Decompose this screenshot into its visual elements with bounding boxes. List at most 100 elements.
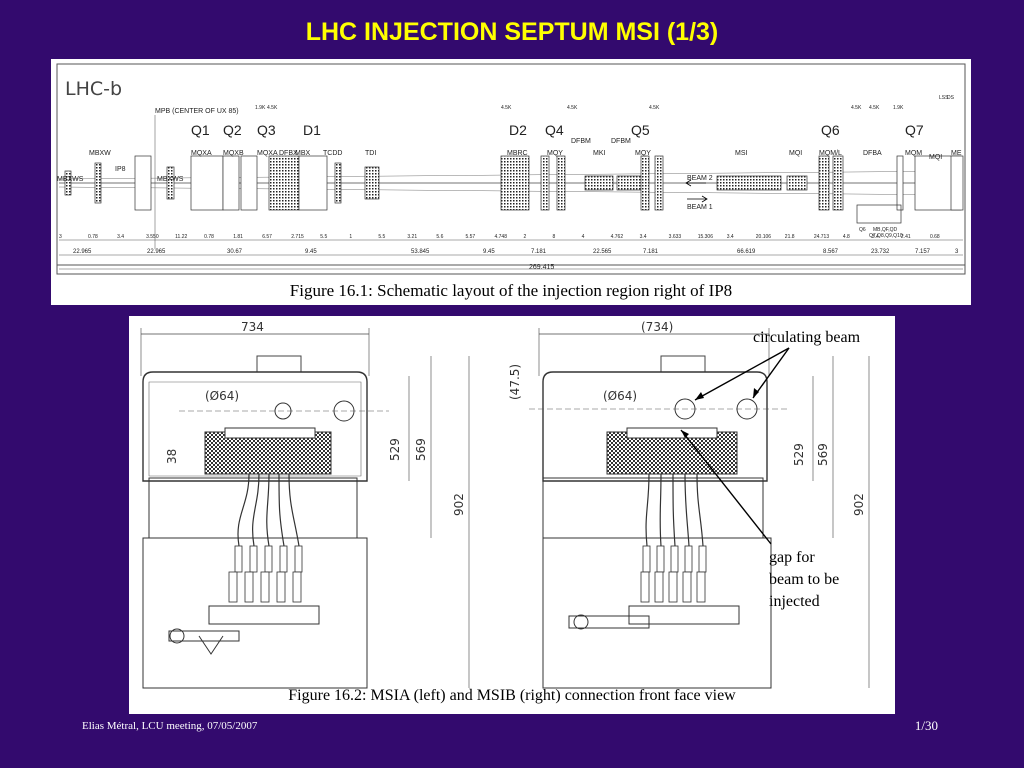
dimension-value: 4 <box>582 234 585 240</box>
magnet-label: Q6 <box>821 122 840 138</box>
temperature-label: LSS <box>939 95 949 101</box>
magnet-body <box>716 175 782 191</box>
dimension-value: 23.732 <box>871 249 890 255</box>
element-label: MQY <box>547 150 563 157</box>
dimension-value: 5.57 <box>465 234 475 240</box>
temperature-label: 4.5K <box>649 105 660 111</box>
temperature-label: 4.5K <box>501 105 512 111</box>
magnet-body <box>500 155 530 211</box>
magnet-label: Q4 <box>545 122 564 138</box>
magnet-label: Q2 <box>223 122 242 138</box>
dimension-value: 22.965 <box>73 249 92 255</box>
magnet-body <box>364 166 380 200</box>
magnet-body <box>818 155 830 211</box>
right-diameter-dim: (Ø64) <box>603 389 637 403</box>
temperature-label: 4.5K <box>869 105 880 111</box>
right-902-dim: 902 <box>852 493 866 516</box>
magnet-body <box>640 155 650 211</box>
magnet-body <box>64 170 72 196</box>
magnet-body <box>950 155 964 211</box>
magnet-label: Q1 <box>191 122 210 138</box>
dimension-value: 7.181 <box>643 249 659 255</box>
right-529-dim: 529 <box>792 443 806 466</box>
box-label-q7: Q7,Q8,Q9,Q10 <box>869 233 903 239</box>
dimension-value: 15.306 <box>698 234 714 240</box>
magnet-label: Q7 <box>905 122 924 138</box>
element-label: MQY <box>635 150 651 157</box>
magnet-body <box>240 155 258 211</box>
temperature-label: 1.9K <box>255 105 266 111</box>
element-label: MBRC <box>507 150 528 157</box>
dimension-value: 8 <box>553 234 556 240</box>
dimension-value: 3.633 <box>669 234 682 240</box>
dimension-value: 6.57 <box>262 234 272 240</box>
temperature-label: 4.5K <box>567 105 578 111</box>
dimension-value: 4.8 <box>843 234 850 240</box>
magnet-body <box>540 155 550 211</box>
dimension-value: 5.5 <box>320 234 327 240</box>
dimension-value: 3 <box>59 234 62 240</box>
dimension-value: 11.22 <box>175 234 187 240</box>
dimension-value: 9.45 <box>305 249 317 255</box>
dimension-value: 2 <box>524 234 527 240</box>
dimension-value: 53.845 <box>411 249 430 255</box>
footer-author: Elias Métral, LCU meeting, 07/05/2007 <box>82 720 258 732</box>
element-label: MBX <box>295 150 311 157</box>
dimension-value: 0.78 <box>204 234 214 240</box>
temperature-label: 1.9K <box>893 105 904 111</box>
dimension-value: 3.550 <box>146 234 159 240</box>
right-569-dim: 569 <box>816 443 830 466</box>
dimension-value: 22.565 <box>593 249 612 255</box>
magnet-label: D2 <box>509 122 527 138</box>
dimension-value: 4.762 <box>611 234 624 240</box>
dimension-value: 3.21 <box>407 234 417 240</box>
dimension-value: 7.181 <box>531 249 547 255</box>
right-475-dim: (47.5) <box>508 364 522 400</box>
dimension-value: 4.748 <box>494 234 507 240</box>
figure-1-layout: LHC-b MPB (CENTER OF UX 85) Q1 Q2 Q3 D1 D2 Q4… <box>51 59 971 305</box>
gap-annotation-1: gap for <box>769 549 815 566</box>
right-width-dim: (734) <box>641 320 673 334</box>
msia-left-view: 734 (Ø64) 38 <box>140 320 470 689</box>
arrowhead-icon <box>695 392 704 400</box>
mpb-label: MPB (CENTER OF UX 85) <box>155 108 239 115</box>
left-529-dim: 529 <box>388 438 402 461</box>
element-label: MSI <box>735 150 748 157</box>
element-label: MQXA <box>257 150 278 157</box>
magnet-label: Q3 <box>257 122 276 138</box>
arrow-to-beam-right <box>752 347 790 399</box>
dimension-value: 3.4 <box>727 234 734 240</box>
magnet-body <box>654 155 664 211</box>
temperature-label: 4.5K <box>851 105 862 111</box>
dimension-value: 0.68 <box>930 234 940 240</box>
total-length: 269.415 <box>529 264 554 271</box>
magnet-body <box>334 162 342 204</box>
left-diameter-dim: (Ø64) <box>205 389 239 403</box>
dimension-value: 9.45 <box>483 249 495 255</box>
magnet-body <box>134 155 152 211</box>
dimension-value: 3.4 <box>117 234 124 240</box>
temperature-label: 4.5K <box>267 105 278 111</box>
box-label-q6: Q6 <box>859 227 866 233</box>
dimension-value: 20.106 <box>756 234 772 240</box>
element-label: DFBM <box>571 138 591 145</box>
magnet-body <box>222 155 240 211</box>
magnet-label: D1 <box>303 122 321 138</box>
element-label: ME <box>951 150 962 157</box>
figure-2-front-view: 734 (Ø64) 38 <box>129 316 895 714</box>
dimension-value: 1 <box>349 234 352 240</box>
arrow-to-gap <box>680 429 772 545</box>
dimension-value: 5.6 <box>436 234 443 240</box>
element-label: IP8 <box>115 166 126 173</box>
element-label: MQM <box>905 150 922 157</box>
temperature-label: DS <box>947 95 955 101</box>
element-label: TDI <box>365 150 376 157</box>
lhcb-label: LHC-b <box>65 78 122 100</box>
gap-annotation-3: injected <box>769 593 820 610</box>
element-label: MQXB <box>223 150 244 157</box>
magnet-body <box>166 166 175 200</box>
arrowhead-icon <box>681 430 689 438</box>
magnet-body <box>298 155 328 211</box>
element-label: MBXW <box>89 150 111 157</box>
magnet-body <box>896 155 904 211</box>
